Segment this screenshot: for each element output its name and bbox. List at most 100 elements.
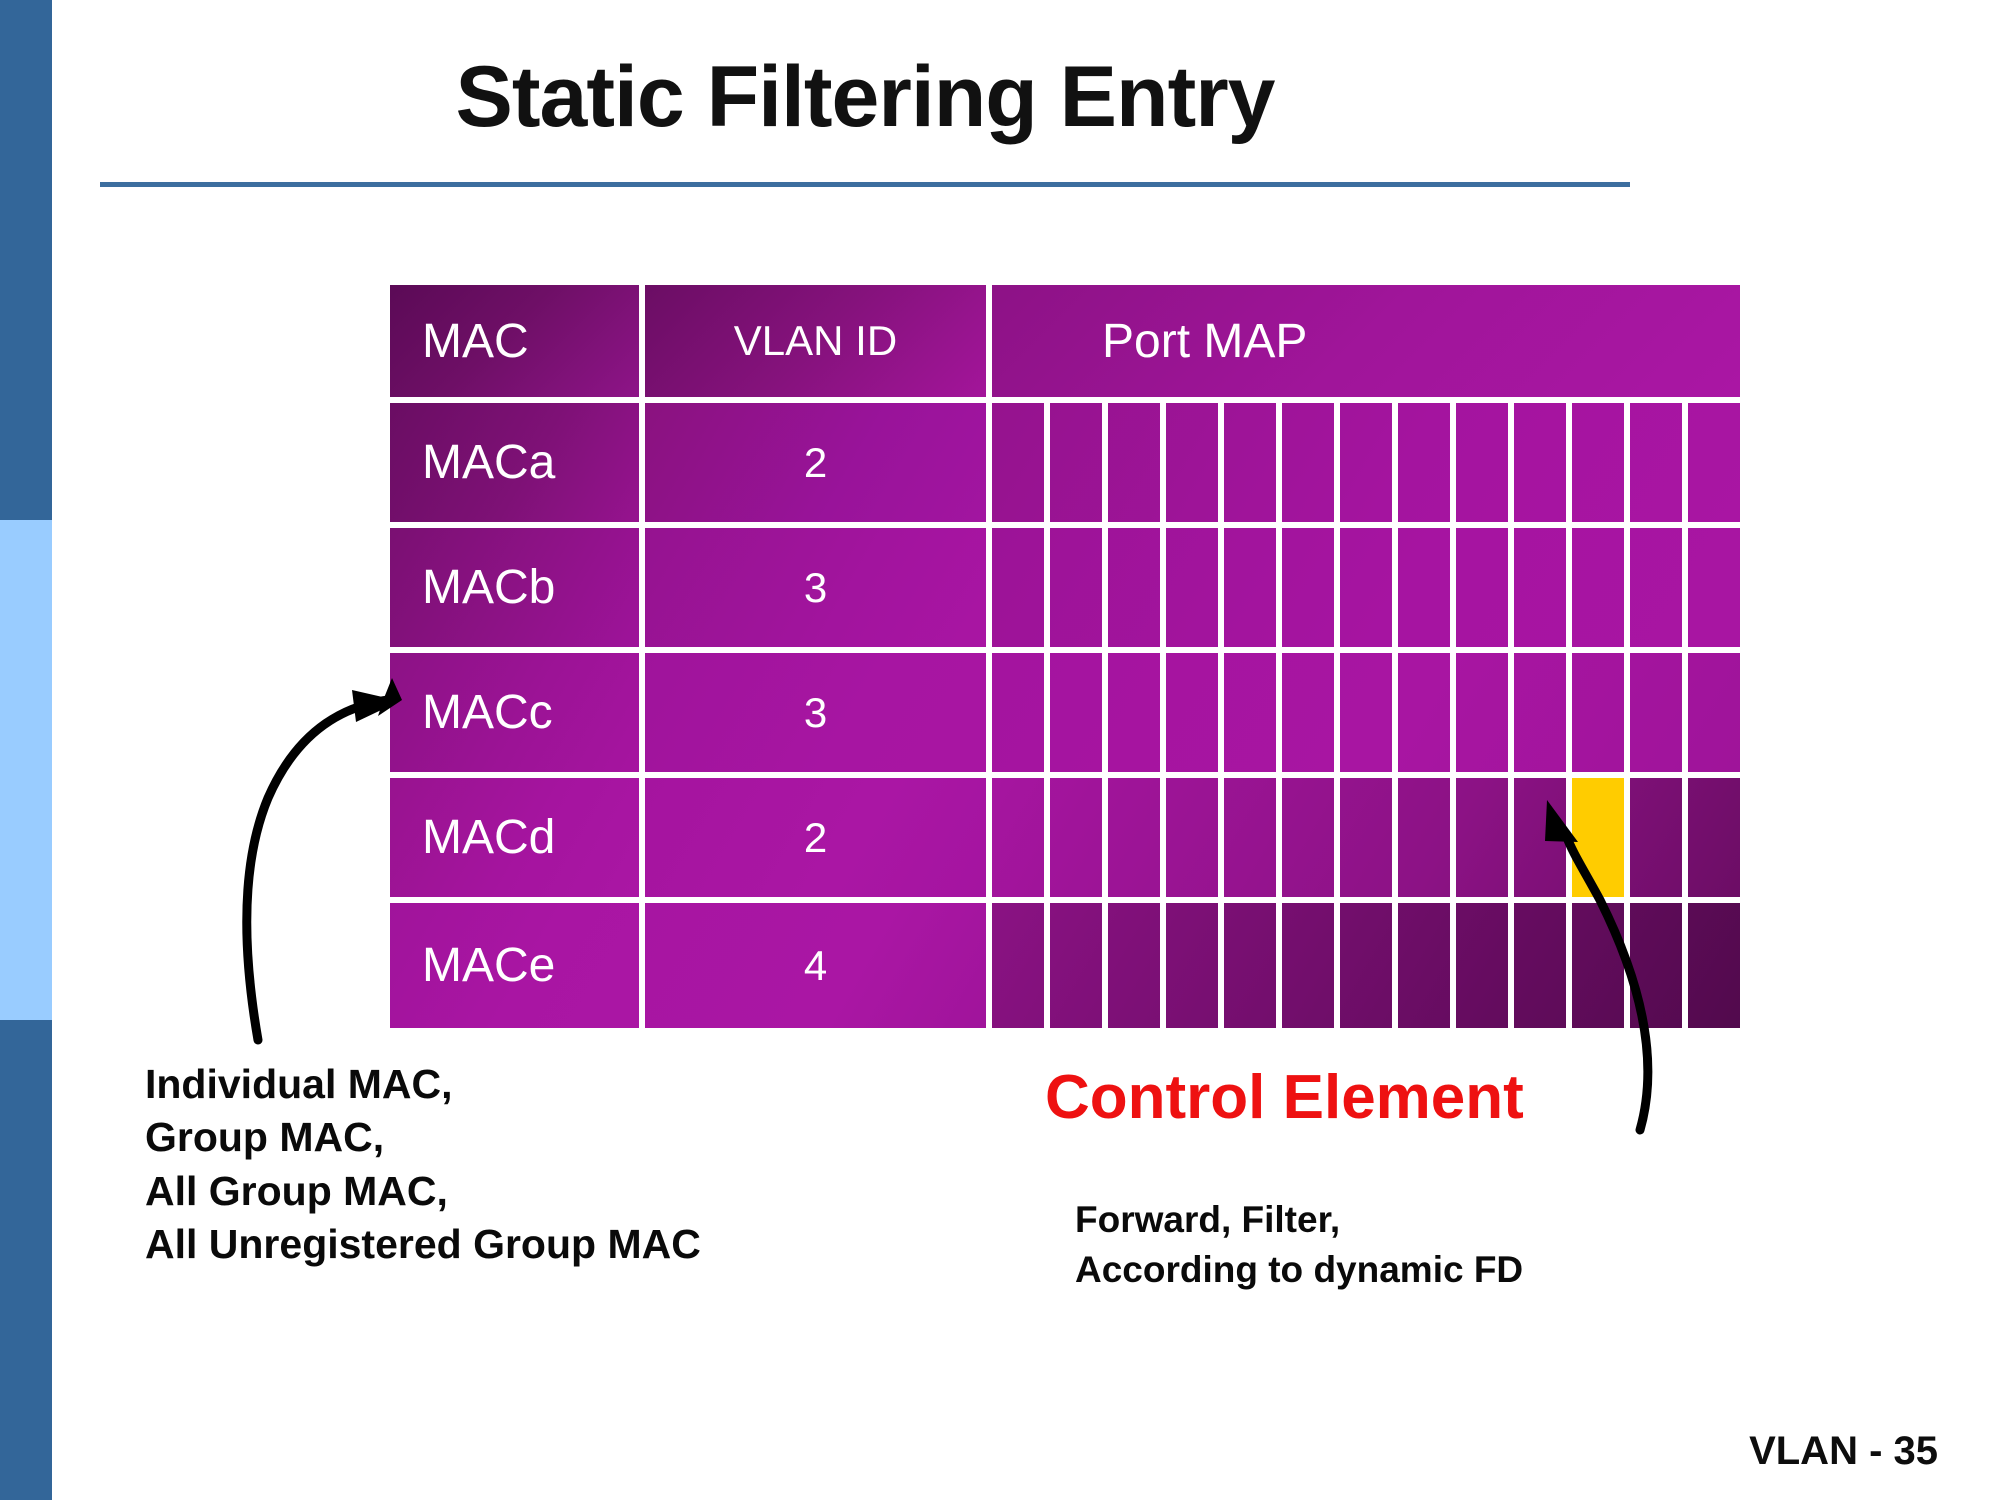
- port-map-cell[interactable]: [1630, 903, 1688, 1028]
- mac-types-line-2: Group MAC,: [145, 1114, 385, 1161]
- cell-vlan-id: 3: [645, 528, 992, 653]
- control-element-description: Forward, Filter, According to dynamic FD: [1075, 1195, 1523, 1295]
- port-map-cell[interactable]: [1688, 528, 1740, 647]
- port-map-cell[interactable]: [1224, 403, 1282, 522]
- sidebar-stripe-dark-bottom: [0, 1020, 52, 1500]
- cell-vlan-id: 2: [645, 403, 992, 528]
- port-map-cell[interactable]: [1282, 653, 1340, 772]
- port-map-cell[interactable]: [1398, 778, 1456, 897]
- port-map-cell[interactable]: [1456, 653, 1514, 772]
- port-map-cell[interactable]: [1514, 528, 1572, 647]
- port-map-cell[interactable]: [1630, 403, 1688, 522]
- cell-port-map: [992, 653, 1740, 778]
- port-map-cell[interactable]: [1456, 403, 1514, 522]
- port-map-cell[interactable]: [1514, 778, 1572, 897]
- page-title: Static Filtering Entry: [455, 49, 1275, 145]
- port-map-cell[interactable]: [1108, 903, 1166, 1028]
- mac-types-line-3: All Group MAC,: [145, 1167, 448, 1214]
- port-map-cell[interactable]: [1398, 653, 1456, 772]
- port-map-cell[interactable]: [1050, 528, 1108, 647]
- port-map-cell[interactable]: [1398, 528, 1456, 647]
- table-row[interactable]: MACb 3: [390, 528, 1740, 653]
- cell-mac: MACa: [390, 403, 645, 528]
- port-map-cell[interactable]: [1340, 653, 1398, 772]
- table-row[interactable]: MACe 4: [390, 903, 1740, 1028]
- port-map-cell[interactable]: [1224, 528, 1282, 647]
- table-header-row: MAC VLAN ID Port MAP: [390, 285, 1740, 403]
- port-map-cell[interactable]: [1630, 653, 1688, 772]
- port-map-cell[interactable]: [1050, 653, 1108, 772]
- port-map-cell[interactable]: [1282, 778, 1340, 897]
- port-map-cell[interactable]: [1398, 403, 1456, 522]
- cell-mac: MACb: [390, 528, 645, 653]
- cell-mac: MACd: [390, 778, 645, 903]
- port-map-cell[interactable]: [1224, 653, 1282, 772]
- port-map-cell[interactable]: [1108, 528, 1166, 647]
- slide-footer: VLAN - 35: [1749, 1429, 1938, 1473]
- port-map-cell[interactable]: [1572, 903, 1630, 1028]
- cell-mac: MACc: [390, 653, 645, 778]
- table-row[interactable]: MACc 3: [390, 653, 1740, 778]
- port-map-cell[interactable]: [1224, 778, 1282, 897]
- port-map-cell[interactable]: [1340, 903, 1398, 1028]
- port-map-cell[interactable]: [1572, 403, 1630, 522]
- port-map-cell[interactable]: [1108, 653, 1166, 772]
- control-element-line-2: According to dynamic FD: [1075, 1248, 1524, 1290]
- port-map-cell[interactable]: [1688, 903, 1740, 1028]
- port-map-cell[interactable]: [1572, 528, 1630, 647]
- port-map-cell[interactable]: [1688, 778, 1740, 897]
- port-map-cell[interactable]: [1688, 403, 1740, 522]
- port-map-cell[interactable]: [1166, 903, 1224, 1028]
- cell-port-map: [992, 403, 1740, 528]
- arrow-mac-types-to-macc: [242, 695, 393, 1045]
- port-map-cell[interactable]: [1166, 403, 1224, 522]
- cell-vlan-id: 2: [645, 778, 992, 903]
- port-map-cell[interactable]: [1224, 903, 1282, 1028]
- cell-port-map: [992, 903, 1740, 1028]
- port-map-cell[interactable]: [1050, 778, 1108, 897]
- port-map-cell[interactable]: [1340, 778, 1398, 897]
- cell-mac: MACe: [390, 903, 645, 1028]
- port-map-cell[interactable]: [1514, 653, 1572, 772]
- port-map-cell[interactable]: [1050, 903, 1108, 1028]
- slide-sidebar-decoration: [0, 0, 52, 1500]
- port-map-cell[interactable]: [992, 653, 1050, 772]
- port-map-cell[interactable]: [1572, 653, 1630, 772]
- column-header-port-map: Port MAP: [992, 285, 1740, 403]
- port-map-cell[interactable]: [992, 528, 1050, 647]
- port-map-cell[interactable]: [1456, 903, 1514, 1028]
- port-map-cell[interactable]: [1166, 778, 1224, 897]
- port-map-cell[interactable]: [992, 778, 1050, 897]
- title-underline-rule: [100, 182, 1630, 187]
- sidebar-stripe-light: [0, 520, 52, 1020]
- table-row[interactable]: MACd 2: [390, 778, 1740, 903]
- port-map-cell[interactable]: [1630, 778, 1688, 897]
- port-map-cell[interactable]: [1630, 528, 1688, 647]
- port-map-cell[interactable]: [1108, 778, 1166, 897]
- port-map-cell[interactable]: [1340, 403, 1398, 522]
- port-map-cell[interactable]: [1166, 528, 1224, 647]
- port-map-cell[interactable]: [1282, 403, 1340, 522]
- port-map-cell[interactable]: [1050, 403, 1108, 522]
- port-map-cell[interactable]: [992, 903, 1050, 1028]
- table-row[interactable]: MACa 2: [390, 403, 1740, 528]
- port-map-cell[interactable]: [1514, 403, 1572, 522]
- mac-types-line-4: All Unregistered Group MAC: [145, 1220, 701, 1267]
- port-map-cell[interactable]: [1456, 778, 1514, 897]
- port-map-cell[interactable]: [1108, 403, 1166, 522]
- port-map-cell[interactable]: [1688, 653, 1740, 772]
- port-map-cell[interactable]: [1456, 528, 1514, 647]
- port-map-cell[interactable]: [1282, 903, 1340, 1028]
- port-map-cell-highlighted[interactable]: [1572, 778, 1630, 897]
- port-map-cell[interactable]: [1166, 653, 1224, 772]
- port-map-cell[interactable]: [1340, 528, 1398, 647]
- mac-types-line-1: Individual MAC,: [145, 1061, 453, 1107]
- port-map-cell[interactable]: [1282, 528, 1340, 647]
- port-map-cell[interactable]: [1514, 903, 1572, 1028]
- cell-port-map: [992, 528, 1740, 653]
- cell-vlan-id: 3: [645, 653, 992, 778]
- column-header-vlan-id: VLAN ID: [645, 285, 992, 403]
- port-map-cell[interactable]: [992, 403, 1050, 522]
- port-map-cell[interactable]: [1398, 903, 1456, 1028]
- sidebar-stripe-dark-top: [0, 0, 52, 520]
